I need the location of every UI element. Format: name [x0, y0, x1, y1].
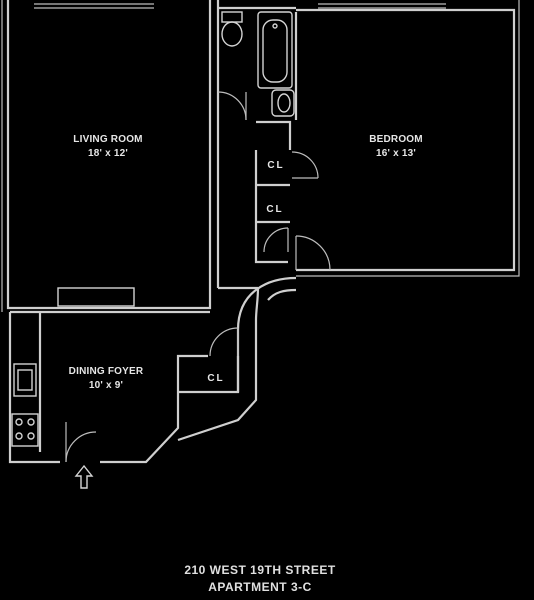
living-room-radiator	[57, 287, 135, 307]
living-room-size: 18' x 12'	[88, 148, 128, 159]
bedroom-name: BEDROOM	[369, 134, 423, 145]
closet-label-2: CL	[266, 204, 283, 215]
doors	[65, 91, 331, 463]
walls	[1, 0, 520, 464]
address-line-1: 210 WEST 19TH STREET	[184, 563, 336, 577]
toilet-icon	[221, 11, 243, 47]
dining-foyer-size: 10' x 9'	[89, 380, 123, 391]
living-room-name: LIVING ROOM	[73, 134, 142, 145]
dining-foyer-name: DINING FOYER	[69, 366, 144, 377]
closet-label-3: CL	[207, 373, 224, 384]
bath-sink-icon	[271, 89, 295, 117]
address-line-2: APARTMENT 3-C	[208, 580, 312, 594]
bathtub-icon	[257, 11, 293, 89]
bedroom-size: 16' x 13'	[376, 148, 416, 159]
sink-icon	[13, 363, 37, 397]
entry-arrow-icon	[74, 464, 94, 489]
closet-label-1: CL	[267, 160, 284, 171]
stove-icon	[11, 413, 39, 447]
